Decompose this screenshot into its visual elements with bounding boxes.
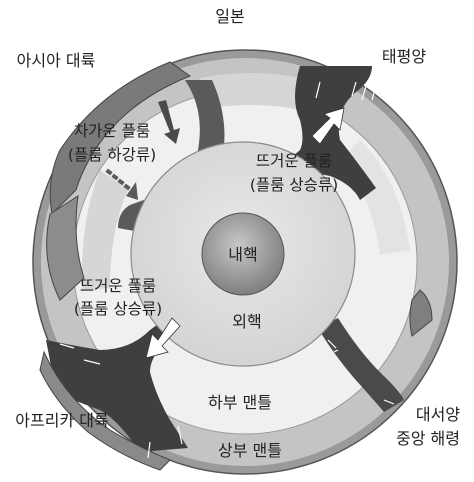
label-hot-plume-left-sub: (플룸 상승류) — [74, 300, 162, 318]
asia-continent — [49, 61, 192, 216]
small-arrow-icon — [147, 441, 151, 459]
label-cold-plume-sub: (플룸 하강류) — [68, 146, 156, 164]
small-arrow-icon — [59, 343, 75, 349]
descending-dashed-arrow-icon — [105, 168, 138, 200]
label-hot-plume-right: 뜨거운 플룸 — [256, 152, 332, 170]
asia-continent-lower — [46, 194, 85, 301]
label-upper-mantle: 상부 맨틀 — [218, 441, 282, 460]
label-hot-plume-right-sub: (플룸 상승류) — [250, 176, 338, 194]
atlantic-crust-patch — [409, 289, 433, 337]
label-lower-mantle: 하부 맨틀 — [208, 393, 272, 412]
small-arrow-icon — [83, 359, 101, 365]
small-arrow-icon — [177, 425, 183, 445]
hot-plume-arrow-right-icon — [311, 107, 345, 145]
africa-continent — [39, 350, 171, 471]
mantle-patch-left — [81, 170, 128, 290]
small-arrow-icon — [371, 85, 377, 101]
label-atlantic-ridge-sub: 중앙 해령 — [396, 429, 460, 448]
atlantic-ridge-channel — [318, 318, 404, 412]
mantle-patch-top — [200, 73, 300, 110]
label-cold-plume: 차가운 플룸 — [74, 122, 150, 140]
cold-plume-arrow-icon — [158, 100, 180, 144]
hot-plume-arrow-left-icon — [145, 317, 181, 359]
label-asia: 아시아 대륙 — [17, 51, 96, 70]
label-hot-plume-left: 뜨거운 플룸 — [80, 277, 156, 295]
label-japan: 일본 — [215, 7, 244, 26]
small-arrow-icon — [361, 85, 367, 101]
ridge-arrows — [327, 339, 395, 405]
small-arrow-icon — [315, 81, 321, 99]
label-pacific: 태평양 — [382, 47, 426, 66]
small-arrow-icon — [351, 81, 357, 97]
label-outer-core: 외핵 — [232, 312, 261, 331]
inner-core — [201, 212, 285, 296]
label-atlantic-ridge: 대서양 — [416, 405, 460, 424]
label-inner-core: 내핵 — [228, 245, 257, 264]
plume-arrows — [59, 81, 377, 459]
label-africa: 아프리카 대륙 — [15, 411, 108, 430]
